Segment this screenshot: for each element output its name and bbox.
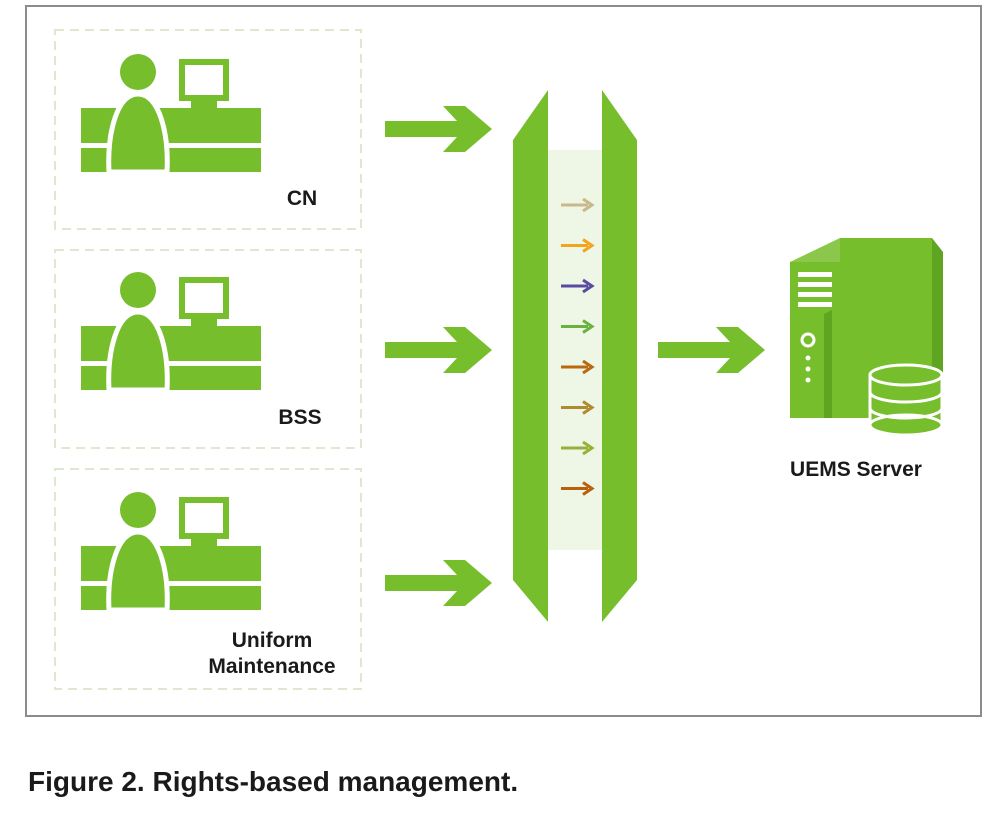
arrow-right-icon: [385, 560, 492, 606]
terminal-label-uniform-maintenance: Uniform Maintenance: [208, 629, 336, 678]
channel-arrows: [561, 197, 595, 496]
operator-workstation-icon: [81, 54, 261, 172]
small-arrow-icon: [561, 440, 595, 456]
operator-workstation-icon: [81, 272, 261, 390]
terminal-panel-bss: [54, 249, 362, 449]
terminal-panel-cn: [54, 29, 362, 230]
channel-inner: [548, 150, 602, 550]
diagram-frame: [25, 5, 982, 717]
arrow-right-icon: [385, 106, 492, 152]
arrow-right-icon: [385, 327, 492, 373]
arrow-right-icon: [658, 327, 765, 373]
terminal-label-cn: CN: [286, 187, 318, 210]
figure-caption: Figure 2. Rights-based management.: [28, 766, 519, 797]
small-arrow-icon: [561, 481, 595, 496]
small-arrow-icon: [561, 278, 595, 294]
database-icon: [868, 363, 944, 437]
small-arrow-icon: [561, 319, 595, 334]
small-arrow-icon: [561, 359, 595, 375]
terminal-panel-uniform-maintenance: [54, 468, 362, 690]
terminal-label-bss: BSS: [278, 406, 322, 429]
small-arrow-icon: [561, 238, 595, 253]
channel-left-wall: [513, 90, 548, 622]
channel-right-wall: [602, 90, 637, 622]
small-arrow-icon: [561, 400, 595, 415]
operator-workstation-icon: [81, 492, 261, 610]
small-arrow-icon: [561, 197, 595, 213]
server-label: UEMS Server: [790, 458, 922, 481]
